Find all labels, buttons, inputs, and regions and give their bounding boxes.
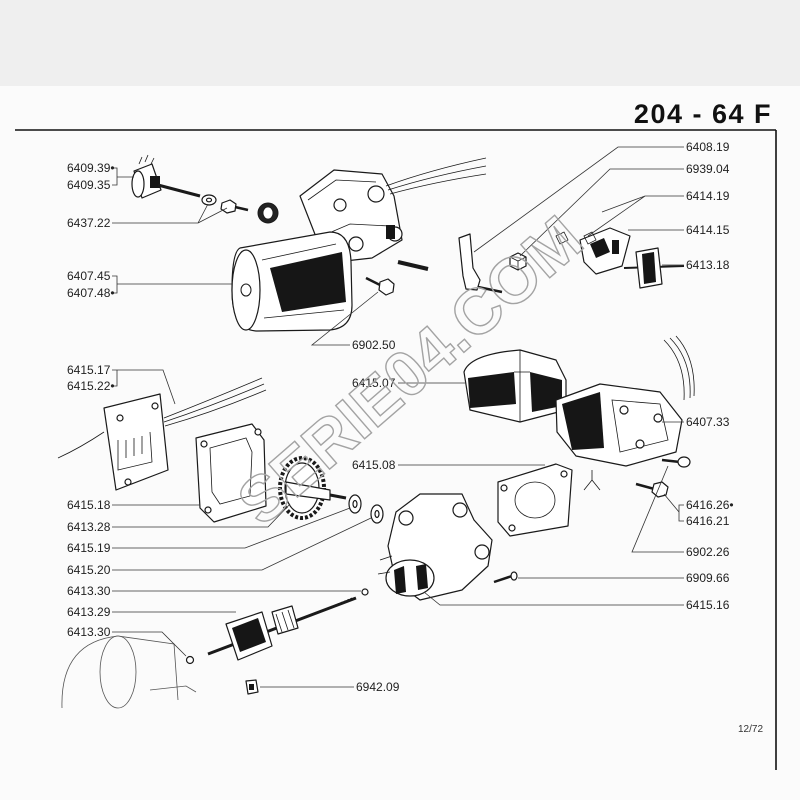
part-label: 6413.29	[67, 605, 111, 619]
armature-drawing	[207, 596, 357, 661]
part-label: 6408.19	[686, 140, 730, 154]
screw-6909-66-drawing	[493, 571, 518, 584]
page-frame	[15, 129, 777, 770]
gear-drawing	[278, 456, 347, 520]
brush-holder-drawing	[555, 227, 631, 275]
part-label: 6415.08	[352, 458, 396, 472]
motor-assembly-drawing	[231, 157, 487, 332]
part-label: 6942.09	[356, 680, 400, 694]
part-label: 6416.26•	[686, 498, 734, 512]
part-label: 6414.19	[686, 189, 730, 203]
part-label: 6413.18	[686, 258, 730, 272]
part-label: 6416.21	[686, 514, 730, 528]
housing-screws-drawing	[635, 456, 691, 498]
part-label: 6415.20	[67, 563, 111, 577]
part-label: 6902.50	[352, 338, 396, 352]
page-number: 12/72	[738, 724, 763, 735]
part-label: 6413.30	[67, 625, 111, 639]
part-label: 6437.22	[67, 216, 111, 230]
motor-outline-ghost	[61, 635, 197, 709]
washer-screw-drawing	[201, 194, 279, 224]
screw-6902-50-drawing	[365, 276, 395, 296]
gasket-6415-18-drawing	[195, 423, 267, 523]
part-label: 6407.48•	[67, 286, 115, 300]
clip-drawing	[245, 679, 259, 695]
part-label: 6902.26	[686, 545, 730, 559]
part-label: 6415.22•	[67, 379, 115, 393]
part-label: 6407.33	[686, 415, 730, 429]
part-label: 6414.15	[686, 223, 730, 237]
nut-drawing	[509, 252, 527, 271]
armature-small-drawing	[623, 247, 685, 289]
part-label: 6909.66	[686, 571, 730, 585]
part-label: 6415.16	[686, 598, 730, 612]
wiring-plate-drawing	[57, 377, 267, 491]
part-label: 6409.39•	[67, 161, 115, 175]
part-label: 6407.45	[67, 269, 111, 283]
leader-lines	[112, 146, 684, 688]
gearbox-cover-drawing	[377, 493, 493, 601]
bracket-drawing	[458, 233, 503, 294]
part-label: 6415.07	[352, 376, 396, 390]
part-label: 6413.30	[67, 584, 111, 598]
motor-housing-drawing	[555, 335, 695, 491]
field-magnets-drawing	[463, 349, 567, 423]
switch-unit-drawing	[131, 154, 201, 199]
part-labels: 6409.39• 6409.35 6437.22 6407.45 6407.48…	[67, 140, 734, 694]
part-label: 6415.19	[67, 541, 111, 555]
part-label: 6415.18	[67, 498, 111, 512]
gasket-6415-08-drawing	[497, 463, 573, 537]
part-label: 6415.17	[67, 363, 111, 377]
page-title: 204 - 64 F	[634, 99, 772, 129]
thrust-balls-drawing	[185, 588, 369, 665]
part-label: 6409.35	[67, 178, 111, 192]
washers-drawing	[348, 494, 384, 524]
top-band	[0, 0, 800, 86]
part-label: 6939.04	[686, 162, 730, 176]
part-label: 6413.28	[67, 520, 111, 534]
